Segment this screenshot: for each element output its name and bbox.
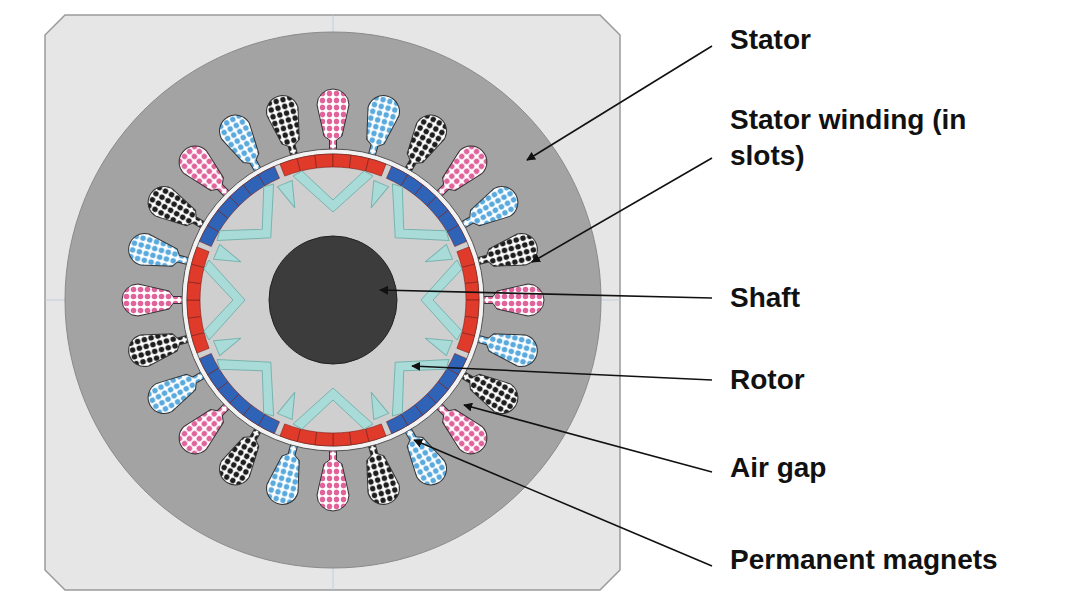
magnet-block	[349, 429, 368, 445]
stator-core	[65, 32, 601, 568]
magnet-block	[465, 282, 479, 300]
part-label: Permanent magnets	[730, 542, 1075, 578]
magnet-block	[333, 432, 351, 446]
magnet-block	[465, 300, 479, 318]
stator-bore	[182, 149, 484, 451]
leader-lines	[380, 46, 712, 566]
winding-slot	[122, 284, 185, 316]
leader-line	[532, 158, 712, 262]
magnet-block	[187, 282, 201, 300]
rotor-cutout	[277, 181, 302, 211]
winding-slot	[356, 439, 403, 508]
magnet-block	[187, 300, 201, 318]
rotor-cutouts	[204, 171, 462, 429]
part-label: Stator	[730, 22, 1060, 58]
magnet-block	[333, 154, 351, 168]
leader-line	[380, 290, 712, 298]
leader-line	[464, 405, 712, 472]
winding-slot	[472, 323, 541, 370]
magnet-block	[297, 155, 316, 171]
rotor-cutout	[364, 389, 389, 419]
part-label: Air gap	[730, 450, 1060, 486]
winding-slot	[263, 92, 310, 161]
winding-slot	[317, 89, 349, 152]
magnet-block	[188, 264, 204, 283]
winding-slot	[481, 284, 544, 316]
magnet-block	[188, 316, 204, 335]
rotor-cutout	[364, 181, 389, 211]
magnet-block	[297, 429, 316, 445]
winding-slot	[472, 230, 541, 277]
magnet-block	[315, 154, 333, 168]
part-label: Stator winding (in slots)	[730, 102, 1000, 174]
magnet-block	[349, 155, 368, 171]
magnet-block	[258, 166, 279, 185]
winding-slot	[125, 323, 194, 370]
leader-line	[412, 366, 712, 380]
rotor-cutout	[422, 244, 452, 269]
rotor-cutout	[293, 388, 373, 429]
winding-slot	[263, 439, 310, 508]
part-label: Shaft	[730, 280, 1060, 316]
stator-slots	[122, 89, 544, 511]
rotor-core	[187, 154, 479, 446]
rotor-cutout	[214, 244, 244, 269]
rotor-cutout	[422, 331, 452, 356]
leader-line	[414, 440, 712, 566]
magnet-block	[315, 432, 333, 446]
rotor-cutout	[293, 171, 373, 212]
rotor-cutout	[214, 331, 244, 356]
rotor-cutout	[421, 260, 462, 340]
permanent-magnets	[187, 154, 479, 446]
rotor-cutout	[204, 260, 245, 340]
leader-line	[527, 46, 712, 160]
magnet-block	[199, 353, 218, 374]
rotor-cutout	[277, 389, 302, 419]
magnet-block	[462, 264, 478, 283]
winding-slot	[317, 448, 349, 511]
shaft	[269, 236, 397, 364]
part-label: Rotor	[730, 362, 1060, 398]
winding-slot	[125, 230, 194, 277]
winding-slot	[356, 92, 403, 161]
motor-housing	[45, 15, 620, 590]
magnet-block	[386, 414, 407, 433]
magnet-block	[462, 316, 478, 335]
magnet-block	[447, 225, 466, 246]
